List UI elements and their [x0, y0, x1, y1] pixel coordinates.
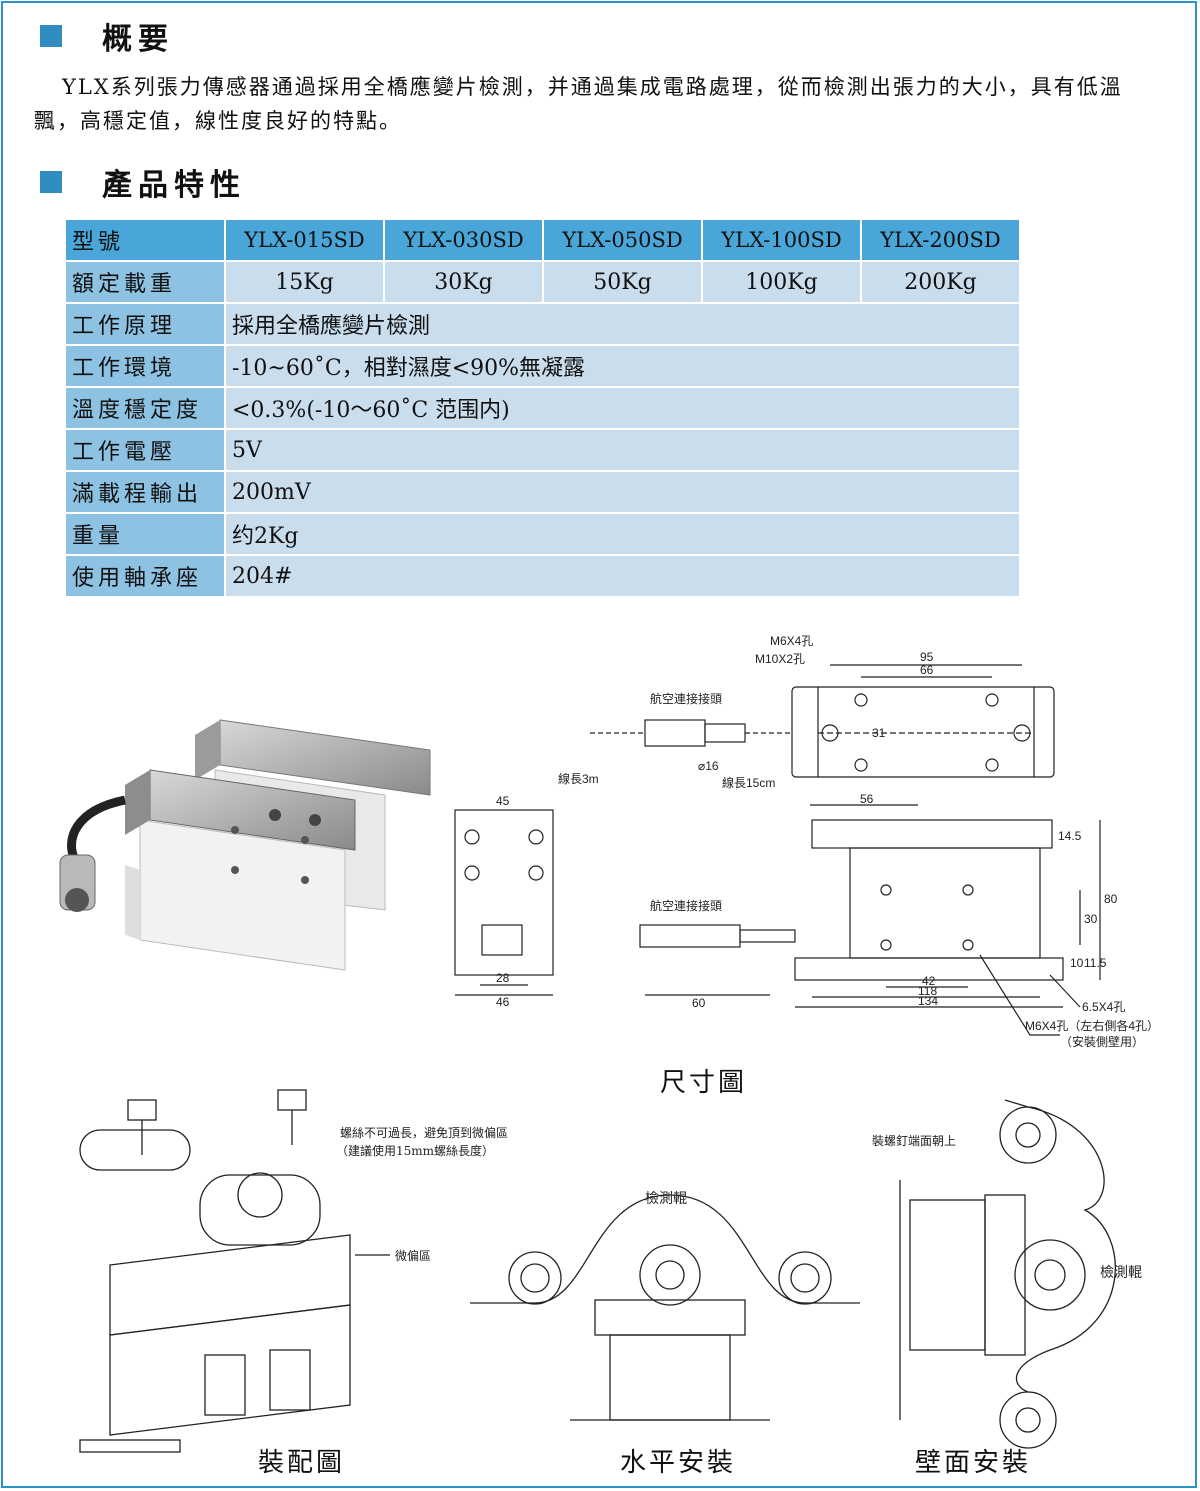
- table-cell: 约2Kg: [226, 514, 1019, 554]
- table-key: 工作原理: [66, 304, 224, 344]
- dim-60: 60: [692, 996, 706, 1010]
- dim-42: 42: [922, 974, 936, 988]
- table-cell: YLX-200SD: [862, 220, 1019, 260]
- dim-14-5: 14.5: [1058, 829, 1082, 843]
- label-connector-top: 航空連接接頭: [650, 691, 722, 706]
- label-screw-up: 裝螺釘端面朝上: [872, 1133, 956, 1148]
- table-cell: 200mV: [226, 472, 1019, 512]
- dim-10: 10: [1070, 956, 1084, 970]
- label-cable-15cm: 線長15cm: [722, 775, 775, 790]
- label-m6x4: M6X4孔: [770, 634, 813, 648]
- table-key: 額定載重: [66, 262, 224, 302]
- table-cell: 採用全橋應變片檢測: [226, 304, 1019, 344]
- label-m6-side: M6X4孔（左右側各4孔）: [1025, 1018, 1159, 1033]
- overview-heading: 概要: [40, 14, 174, 58]
- table-row: 工作原理採用全橋應變片檢測: [66, 304, 1019, 344]
- table-key: 工作電壓: [66, 430, 224, 470]
- label-roller-wall: 檢測輥: [1100, 1264, 1142, 1281]
- table-cell: 30Kg: [385, 262, 542, 302]
- label-roller-horizontal: 檢測輥: [645, 1190, 687, 1207]
- table-row: 溫度穩定度<0.3%(-10～60˚C 范围内): [66, 388, 1019, 428]
- features-heading: 產品特性: [40, 160, 246, 204]
- bullet-square-icon: [40, 25, 62, 47]
- note-screw-advice: （建議使用15mm螺絲長度）: [336, 1143, 494, 1158]
- horizontal-caption: 水平安裝: [620, 1448, 737, 1478]
- table-key: 工作環境: [66, 346, 224, 386]
- label-m10x2: M10X2孔: [755, 652, 805, 666]
- dim-31: 31: [872, 726, 886, 740]
- label-phi16: ⌀16: [698, 759, 719, 773]
- dim-66: 66: [920, 663, 934, 677]
- table-key: 滿載程輸出: [66, 472, 224, 512]
- table-key: 使用軸承座: [66, 556, 224, 596]
- dim-28: 28: [496, 971, 510, 985]
- spec-table: 型號 YLX-015SD YLX-030SD YLX-050SD YLX-100…: [64, 218, 1021, 598]
- dim-46: 46: [496, 995, 510, 1009]
- dim-11-5: 11.5: [1084, 956, 1107, 970]
- dim-134: 134: [918, 994, 938, 1008]
- table-cell: 50Kg: [544, 262, 701, 302]
- table-row-model: 型號 YLX-015SD YLX-030SD YLX-050SD YLX-100…: [66, 220, 1019, 260]
- table-key: 溫度穩定度: [66, 388, 224, 428]
- table-cell: <0.3%(-10～60˚C 范围内): [226, 388, 1019, 428]
- note-screw-length: 螺絲不可過長，避免頂到微偏區: [340, 1125, 508, 1140]
- table-cell: YLX-100SD: [703, 220, 860, 260]
- installation-drawings: 螺絲不可過長，避免頂到微偏區 （建議使用15mm螺絲長度） 微偏區 檢測輥 裝螺…: [79, 1089, 1142, 1453]
- table-cell: YLX-050SD: [544, 220, 701, 260]
- label-6-5x4: 6.5X4孔: [1082, 1000, 1125, 1014]
- table-key: 型號: [66, 220, 224, 260]
- table-cell: 15Kg: [226, 262, 383, 302]
- bullet-square-icon: [40, 171, 62, 193]
- table-row: 重量约2Kg: [66, 514, 1019, 554]
- table-cell: 200Kg: [862, 262, 1019, 302]
- product-photo: [59, 719, 431, 971]
- label-connector-side: 航空連接接頭: [650, 898, 722, 913]
- dim-56: 56: [860, 792, 874, 806]
- table-cell: 5V: [226, 430, 1019, 470]
- dimension-drawing: M6X4孔 M10X2孔 95 66 31 航空連接接頭 線長3m 線長15cm…: [454, 634, 1159, 1049]
- table-cell: -10~60˚C，相對濕度<90%無凝露: [226, 346, 1019, 386]
- dim-95: 95: [920, 650, 934, 664]
- table-cell: 100Kg: [703, 262, 860, 302]
- wall-caption: 壁面安裝: [915, 1448, 1032, 1478]
- table-cell: 204#: [226, 556, 1019, 596]
- table-key: 重量: [66, 514, 224, 554]
- label-m6-side-note: （安裝側壁用）: [1060, 1034, 1144, 1049]
- assembly-caption: 裝配圖: [258, 1448, 346, 1478]
- dimension-caption: 尺寸圖: [660, 1068, 748, 1098]
- overview-text: YLX系列張力傳感器通過採用全橋應變片檢測，并通過集成電路處理，從而檢測出張力的…: [34, 75, 1123, 133]
- dim-45: 45: [496, 794, 510, 808]
- dim-118: 118: [918, 984, 937, 998]
- dim-80: 80: [1104, 892, 1118, 906]
- label-micro-zone: 微偏區: [395, 1248, 431, 1263]
- table-row-load: 額定載重 15Kg 30Kg 50Kg 100Kg 200Kg: [66, 262, 1019, 302]
- label-cable-3m: 線長3m: [558, 771, 599, 786]
- table-cell: YLX-015SD: [226, 220, 383, 260]
- table-row: 工作環境-10~60˚C，相對濕度<90%無凝露: [66, 346, 1019, 386]
- dim-30: 30: [1084, 912, 1098, 926]
- table-cell: YLX-030SD: [385, 220, 542, 260]
